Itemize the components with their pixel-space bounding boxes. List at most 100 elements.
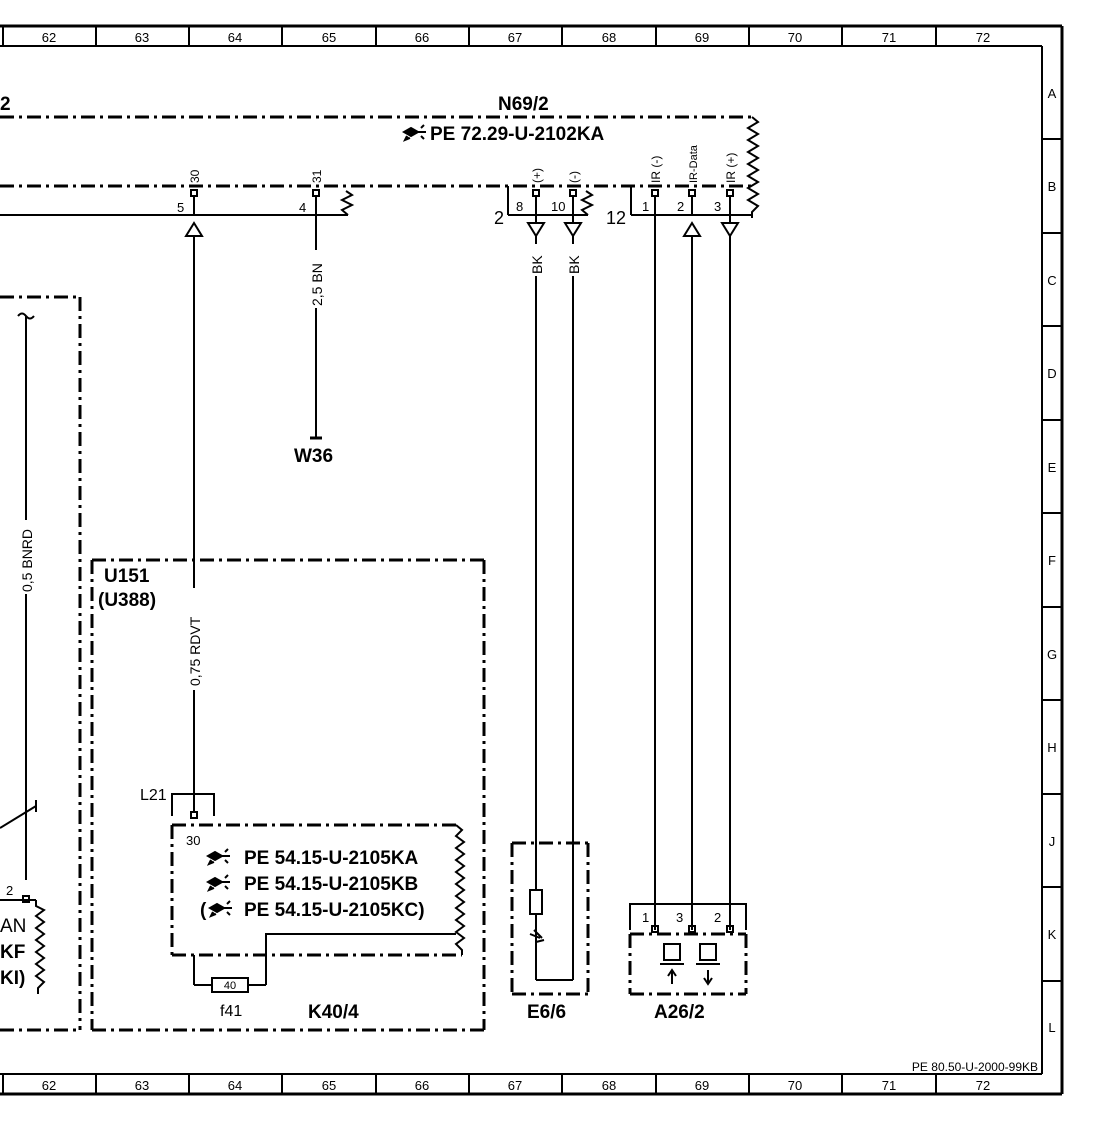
column-labels-top: 62 63 64 65 66 67 68 69 70 71 72 (42, 30, 990, 45)
column-label: 69 (695, 30, 709, 45)
column-label: 63 (135, 30, 149, 45)
label: 30 (188, 169, 202, 183)
wire-label-bnrd: 0,5 BNRD (19, 529, 35, 592)
row-label: C (1047, 273, 1056, 288)
row-label: E (1048, 460, 1057, 475)
wire-label-rdvt: 0,75 RDVT (187, 616, 203, 686)
label: 30 (186, 833, 200, 848)
wire-ir-data (682, 221, 702, 930)
label: 31 (310, 169, 324, 183)
column-label: 63 (135, 1078, 149, 1093)
label: 5 (177, 200, 184, 215)
wire-label-bk-1: BK (529, 255, 545, 274)
n69-2-title: N69/2 (498, 94, 549, 115)
label: (-) (567, 171, 581, 183)
label: 1 (642, 910, 649, 925)
label: KI) (0, 968, 25, 989)
column-label: 62 (42, 30, 56, 45)
row-label: H (1047, 740, 1056, 755)
row-label: B (1048, 179, 1057, 194)
k40-4-ref-3-paren: ( (200, 900, 207, 921)
left-fragment-unit: 0,5 BNRD 2 AN KF KI) (0, 295, 82, 1032)
u388-label: (U388) (98, 590, 156, 611)
column-label: 65 (322, 30, 336, 45)
bottom-column-dividers (2, 1074, 937, 1094)
n69-2-unit: N69/2 2 PE 72.29-U-2102KA (0, 94, 760, 218)
label: IR-Data (688, 144, 700, 183)
a26-2-label: A26/2 (654, 1002, 705, 1023)
row-label: F (1048, 553, 1056, 568)
label: 1 (642, 199, 649, 214)
label: 2 (714, 910, 721, 925)
column-label: 66 (415, 30, 429, 45)
column-label: 68 (602, 1078, 616, 1093)
label: 4 (299, 200, 306, 215)
pin-30: 30 5 (177, 169, 202, 215)
k40-4-unit: L21 30 PE 54.15-U-2105KA PE 54.15-U-2105… (140, 787, 466, 1023)
column-label: 68 (602, 30, 616, 45)
fuse-value: 40 (224, 980, 236, 992)
column-label: 65 (322, 1078, 336, 1093)
column-label: 70 (788, 1078, 802, 1093)
row-label: D (1047, 366, 1056, 381)
column-label: 71 (882, 30, 896, 45)
e6-6-label: E6/6 (527, 1002, 566, 1023)
column-label: 72 (976, 1078, 990, 1093)
label: (+) (530, 168, 544, 183)
k40-4-ref-2: PE 54.15-U-2105KB (244, 874, 418, 895)
column-label: 67 (508, 1078, 522, 1093)
label: IR (-) (649, 156, 663, 183)
column-label: 64 (228, 30, 242, 45)
wire-ir-plus (720, 222, 740, 930)
wire-label-bn: 2,5 BN (309, 263, 325, 306)
drawing-reference: PE 80.50-U-2000-99KB (912, 1060, 1038, 1074)
wire-label-bk-2: BK (566, 255, 582, 274)
label: IR (+) (724, 153, 738, 183)
row-label: G (1047, 647, 1057, 662)
reference-pointer-icon (207, 874, 231, 891)
w36-label: W36 (294, 446, 333, 467)
l21-label: L21 (140, 787, 167, 804)
wire-rdvt: 0,75 RDVT (184, 221, 204, 790)
u151-unit: U151 (U388) (90, 558, 486, 1032)
column-label: 72 (976, 30, 990, 45)
label: 10 (551, 199, 565, 214)
label: 2 (494, 208, 504, 228)
label: 3 (714, 199, 721, 214)
row-labels: A B C D E F G H J K L (1047, 86, 1057, 1035)
label: 2 (677, 199, 684, 214)
column-label: 64 (228, 1078, 242, 1093)
wire-bk-1: BK (526, 222, 546, 890)
k40-4-label: K40/4 (308, 1002, 359, 1023)
label: AN (0, 916, 26, 937)
row-dividers (1042, 138, 1062, 982)
u151-label: U151 (104, 566, 150, 587)
label: 12 (606, 208, 626, 228)
n69-2-reference: PE 72.29-U-2102KA (430, 124, 605, 145)
k40-4-ref-1: PE 54.15-U-2105KA (244, 848, 419, 869)
drawing-frame (0, 24, 1064, 1096)
column-label: 62 (42, 1078, 56, 1093)
k40-4-ref-3: PE 54.15-U-2105KC) (244, 900, 425, 921)
label: 3 (676, 910, 683, 925)
reference-pointer-icon (207, 848, 231, 865)
reference-pointer-icon (403, 124, 427, 141)
label: 8 (516, 199, 523, 214)
pin-31: 31 4 (299, 169, 324, 215)
e6-6-unit: E6/6 (510, 841, 590, 1023)
ir-pins: 12 1 IR (-) 2 IR-Data 3 IR (+) (606, 144, 752, 228)
column-label: 71 (882, 1078, 896, 1093)
row-label: L (1048, 1020, 1055, 1035)
pins-8-10: 2 8 (+) 10 (-) (494, 168, 595, 228)
wire-bn: 2,5 BN W36 (294, 215, 333, 467)
a26-2-unit: 1 3 2 A26/2 (628, 903, 748, 1023)
label: 2 (6, 883, 13, 898)
row-label: J (1049, 834, 1056, 849)
reference-pointer-icon (209, 900, 233, 917)
top-column-dividers (2, 26, 937, 46)
column-label: 66 (415, 1078, 429, 1093)
wire-bk-2: BK (563, 222, 583, 980)
fuse-label: f41 (220, 1003, 242, 1020)
column-label: 69 (695, 1078, 709, 1093)
